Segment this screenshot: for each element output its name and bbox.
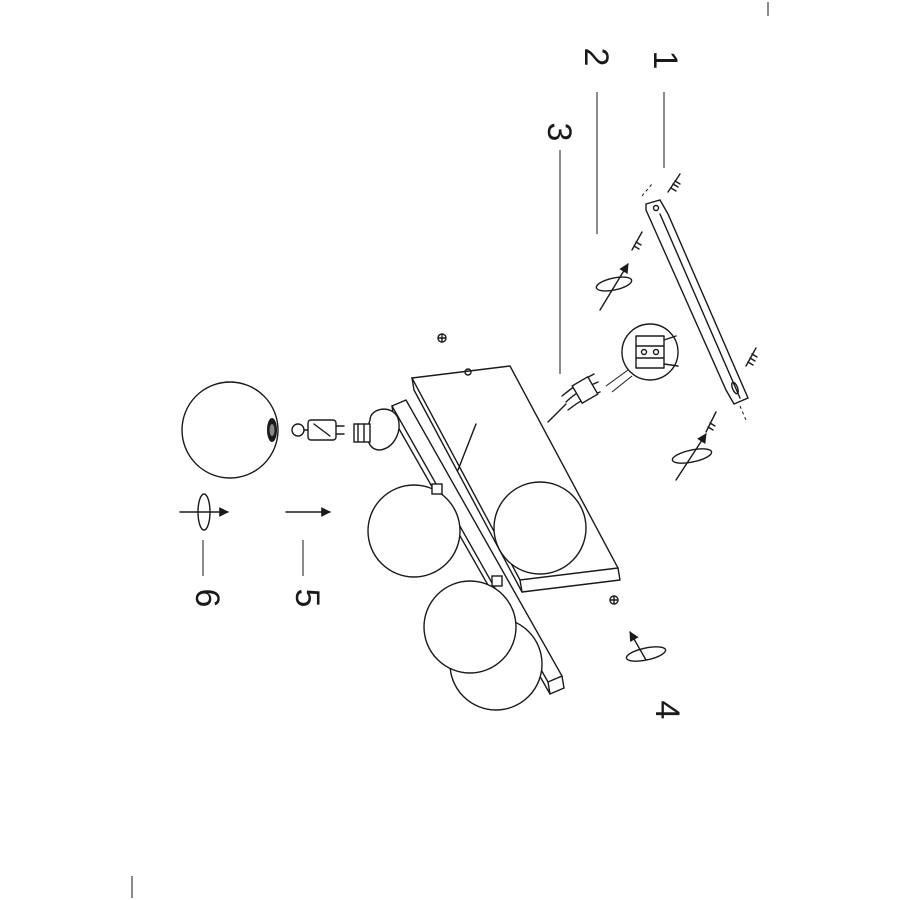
- bracket-screw-2-icon: [705, 411, 717, 433]
- svg-text:6: 6: [188, 589, 226, 608]
- svg-text:4: 4: [648, 701, 686, 720]
- step-label-3: 3: [540, 123, 578, 142]
- step-label-6: 6: [188, 589, 226, 608]
- rotate-arrow-globe-icon: [179, 493, 229, 531]
- wall-plug-1-icon: [667, 173, 681, 193]
- arm-joint-1: [431, 483, 443, 495]
- svg-text:1: 1: [646, 51, 684, 70]
- step-label-4: 4: [648, 701, 686, 720]
- bracket-screw-1-icon: [631, 231, 643, 251]
- step-label-5: 5: [288, 589, 326, 608]
- globe-shade-1: [367, 484, 461, 578]
- lamp-socket: [353, 408, 400, 451]
- globe-shade-3: [423, 580, 517, 674]
- svg-text:2: 2: [577, 48, 615, 67]
- glass-globe-detached: [181, 381, 279, 479]
- step-label-2: 2: [577, 48, 615, 67]
- wall-plug-2-icon: [745, 347, 758, 367]
- cable-wires-icon: [547, 373, 601, 423]
- rotate-arrow-bracket-2-icon: [671, 433, 713, 481]
- canopy-screw-top-icon: [437, 333, 447, 343]
- svg-text:5: 5: [288, 589, 326, 608]
- canopy-screw-bottom-icon: [609, 595, 619, 605]
- svg-text:3: 3: [540, 123, 578, 142]
- g9-bulb-icon: [291, 419, 345, 441]
- globe-shade-2: [493, 481, 587, 575]
- rotate-arrow-canopy-icon: [625, 631, 667, 662]
- step-label-1: 1: [646, 51, 684, 70]
- rotate-arrow-bracket-1-icon: [595, 263, 633, 311]
- arm-joint-2: [491, 575, 503, 587]
- terminal-block-detail-icon: [605, 323, 679, 393]
- mounting-bracket: [641, 183, 749, 421]
